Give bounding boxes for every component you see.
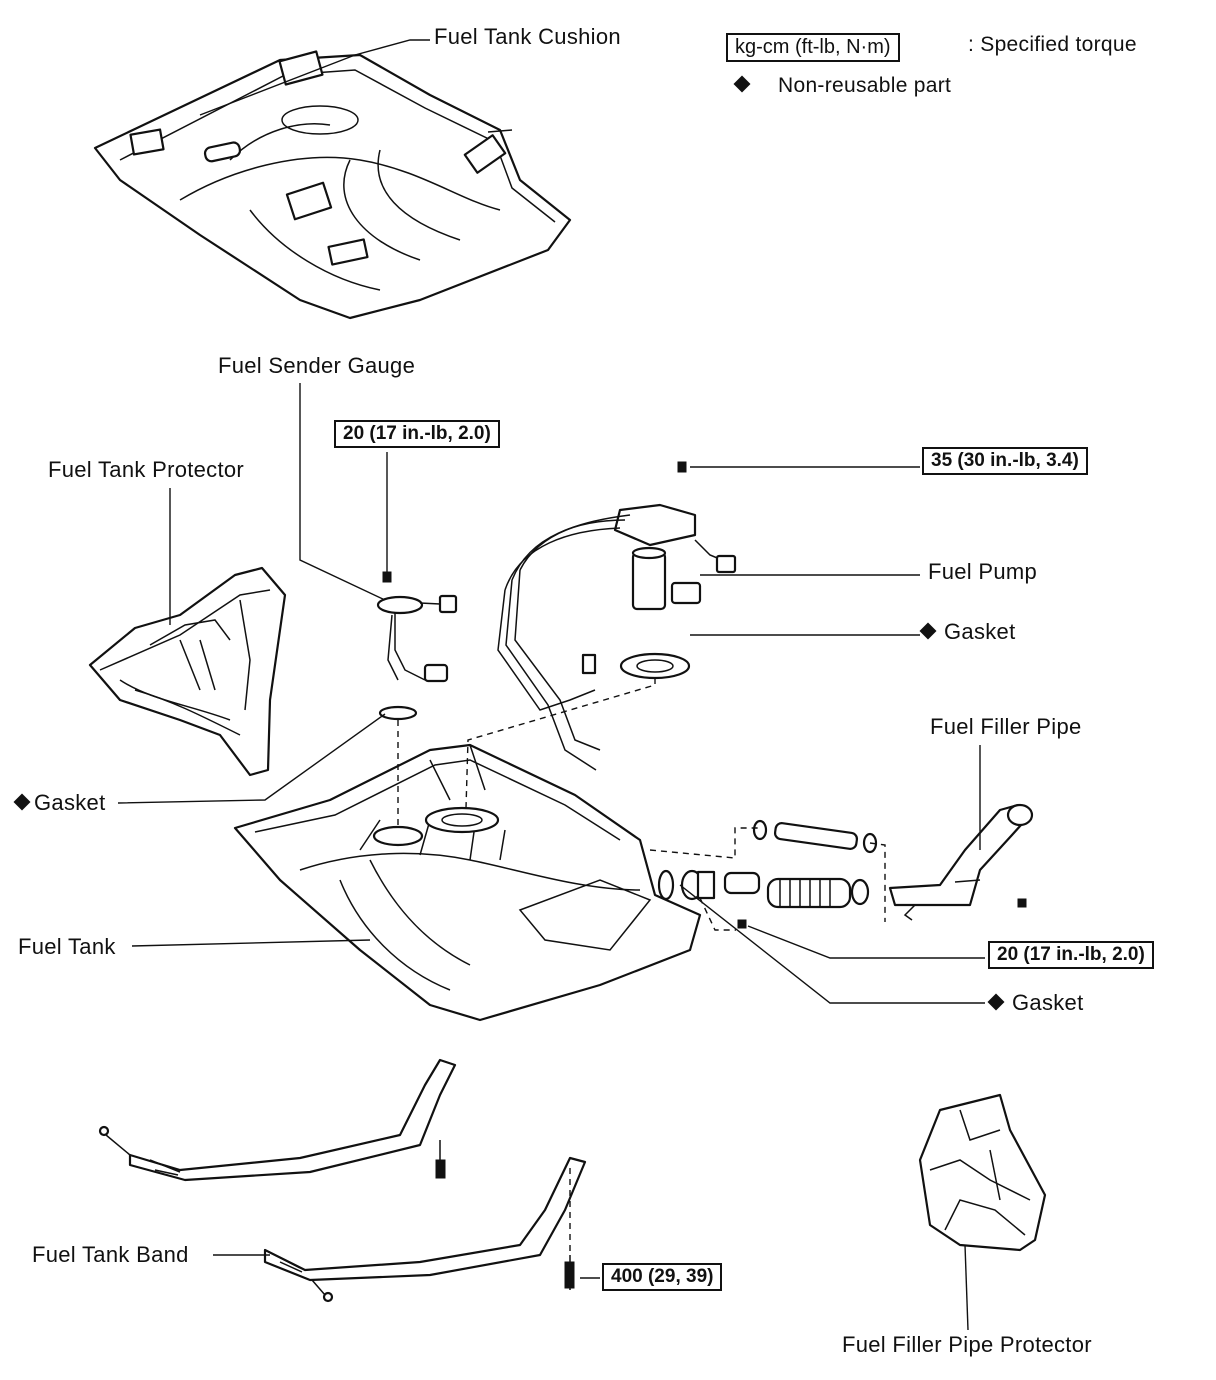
label-gasket-sender: Gasket [13, 790, 106, 816]
fuel-filler-pipe-drawing [888, 803, 1034, 921]
diamond-icon [919, 622, 937, 640]
label-fuel-sender-gauge: Fuel Sender Gauge [218, 353, 416, 378]
label-fuel-filler-pipe: Fuel Filler Pipe [930, 714, 1082, 739]
label-gasket-filler: Gasket [987, 990, 1084, 1016]
label-fuel-filler-pipe-protector: Fuel Filler Pipe Protector [842, 1332, 1092, 1357]
diamond-icon [987, 993, 1005, 1011]
fuel-tank-cushion-drawing [93, 50, 572, 320]
diamond-icon [733, 75, 751, 93]
legend-nonreusable: Non-reusable part [733, 74, 952, 98]
filler-hose-assembly-drawing [657, 819, 878, 929]
torque-tank-band: 400 (29, 39) [602, 1263, 723, 1291]
label-fuel-pump: Fuel Pump [928, 559, 1038, 584]
diamond-icon [13, 793, 31, 811]
torque-filler-pipe: 20 (17 in.-lb, 2.0) [988, 941, 1154, 969]
fuel-pump-drawing [497, 461, 737, 771]
label-fuel-tank-band: Fuel Tank Band [32, 1242, 189, 1267]
legend-nonreusable-label: Non-reusable part [778, 74, 952, 97]
label-gasket-pump-text: Gasket [944, 619, 1016, 644]
fuel-tank-drawing [233, 743, 702, 1022]
torque-pump-bracket: 35 (30 in.-lb, 3.4) [922, 447, 1088, 475]
label-gasket-filler-text: Gasket [1012, 990, 1084, 1015]
label-fuel-tank-cushion: Fuel Tank Cushion [434, 24, 621, 49]
label-gasket-pump: Gasket [919, 619, 1016, 645]
leader-lines [117, 39, 985, 1331]
label-fuel-tank: Fuel Tank [18, 934, 116, 959]
label-fuel-tank-protector: Fuel Tank Protector [48, 457, 245, 482]
fuel-tank-band-drawing [98, 1058, 587, 1303]
label-gasket-sender-text: Gasket [34, 790, 106, 815]
torque-sender-gauge: 20 (17 in.-lb, 2.0) [334, 420, 500, 448]
fuel-filler-pipe-protector-drawing [918, 1093, 1047, 1252]
legend-torque-description: : Specified torque [968, 33, 1137, 56]
fuel-tank-protector-drawing [88, 566, 287, 777]
legend-torque-box: kg-cm (ft-lb, N·m) [726, 33, 900, 62]
